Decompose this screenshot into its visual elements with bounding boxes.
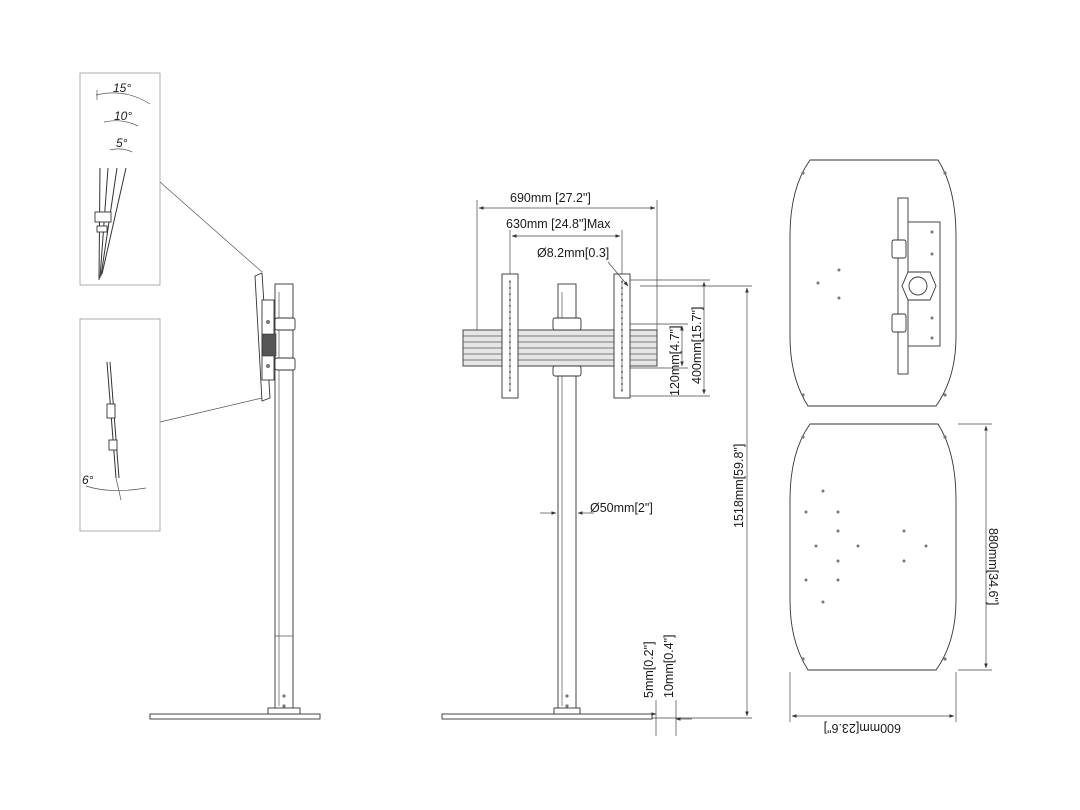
dim-plate-depth: 880mm[34.6"] (958, 423, 1000, 671)
vesa-hole (620, 388, 624, 392)
max-width-label: 630mm [24.8"]Max (506, 217, 611, 231)
base-plate-bottom (789, 423, 957, 671)
pole-diameter-label: Ø50mm[2"] (590, 501, 653, 515)
vesa-hole (508, 292, 512, 296)
vesa-hole (620, 334, 624, 338)
vesa-hole (620, 358, 624, 362)
vesa-hole (508, 382, 512, 386)
vesa-hole (508, 358, 512, 362)
plate-width-label: 600mm[23.6"] (824, 721, 901, 735)
vesa-hole (620, 310, 624, 314)
front-view: 690mm [27.2"] 630mm [24.8"]Max Ø8.2mm[0.… (441, 191, 752, 736)
plate-depth-label: 880mm[34.6"] (986, 528, 1000, 605)
angle-label-6: 6° (82, 473, 94, 487)
base-5-label: 5mm[0.2"] (642, 641, 656, 698)
vesa-hole (620, 292, 624, 296)
vesa-hole (620, 286, 624, 290)
vesa-hole (620, 340, 624, 344)
vertical-400-label: 400mm[15.7"] (690, 307, 704, 384)
angle-label-5: 5° (116, 136, 128, 150)
total-height-label: 1518mm[59.8"] (732, 444, 746, 528)
vesa-hole (620, 280, 624, 284)
angle-label-10: 10° (114, 109, 132, 123)
hole-diameter-label: Ø8.2mm[0.3] (537, 246, 609, 260)
side-view: 15° 10° 5° 6° (79, 72, 321, 720)
vesa-hole (508, 340, 512, 344)
dim-overall-width: 690mm [27.2"] (476, 191, 658, 330)
front-base (441, 707, 653, 720)
vesa-hole (508, 316, 512, 320)
vesa-hole (620, 322, 624, 326)
side-pole (274, 283, 294, 717)
vesa-hole (508, 334, 512, 338)
vesa-hole (508, 298, 512, 302)
side-display-panel (254, 272, 296, 402)
dim-pole-diameter: Ø50mm[2"] (540, 501, 653, 515)
vesa-hole (620, 370, 624, 374)
base-10-label: 10mm[0.4"] (662, 635, 676, 699)
dim-plate-width: 600mm[23.6"] (789, 672, 957, 735)
vertical-120-label: 120mm[4.7"] (668, 326, 682, 396)
vesa-hole (620, 382, 624, 386)
vesa-hole (508, 388, 512, 392)
vesa-hole (508, 328, 512, 332)
vesa-hole-pattern (508, 280, 624, 392)
dim-base-thickness: 5mm[0.2"] 10mm[0.4"] (640, 635, 692, 736)
overall-width-label: 690mm [27.2"] (510, 191, 591, 205)
vesa-hole (508, 346, 512, 350)
base-plate-view: 880mm[34.6"] 600mm[23.6"] (789, 159, 1000, 735)
vesa-hole (620, 346, 624, 350)
base-plate-top (789, 159, 957, 407)
vesa-hole (620, 328, 624, 332)
vesa-hole (620, 298, 624, 302)
vesa-hole (508, 364, 512, 368)
vesa-hole (508, 376, 512, 380)
tilt-detail-bottom: 6° (79, 318, 161, 532)
vesa-hole (620, 304, 624, 308)
vesa-hole (620, 316, 624, 320)
vesa-hole (508, 310, 512, 314)
vesa-hole (620, 364, 624, 368)
tilt-detail-top: 15° 10° 5° (79, 72, 161, 286)
dim-hole-diameter: Ø8.2mm[0.3] (537, 246, 629, 287)
vesa-hole (508, 352, 512, 356)
angle-label-15: 15° (113, 81, 131, 95)
vesa-hole (508, 280, 512, 284)
vesa-hole (620, 352, 624, 356)
dim-total-height: 1518mm[59.8"] (640, 285, 752, 719)
vesa-hole (508, 304, 512, 308)
dim-vertical-holes: 120mm[4.7"] 400mm[15.7"] (630, 279, 710, 397)
vesa-hole (620, 376, 624, 380)
dim-max-width: 630mm [24.8"]Max (506, 217, 623, 274)
vesa-hole (508, 370, 512, 374)
side-base (149, 707, 321, 720)
vesa-hole (508, 322, 512, 326)
vesa-hole (508, 286, 512, 290)
